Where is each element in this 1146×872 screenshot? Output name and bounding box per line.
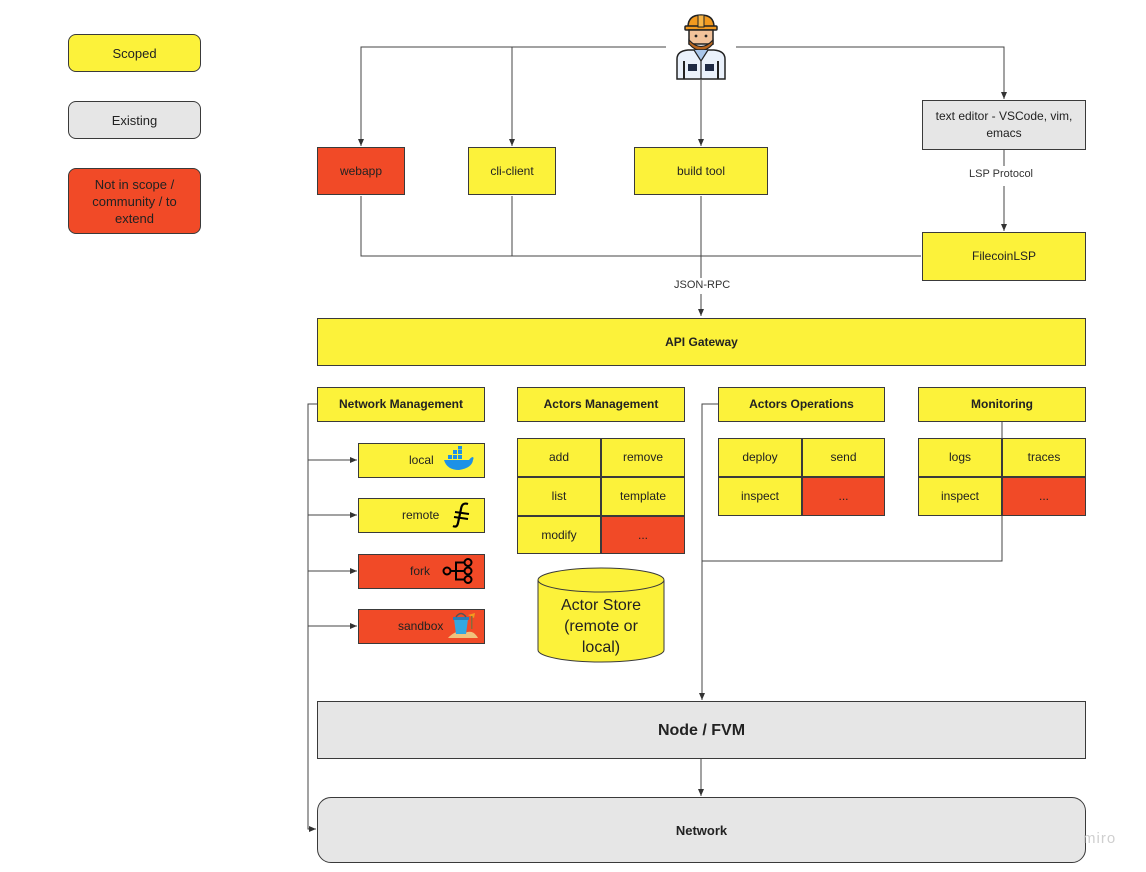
network-sandbox-label: sandbox bbox=[398, 619, 444, 633]
legend-existing-label: Existing bbox=[111, 112, 158, 128]
network-management-header: Network Management bbox=[317, 387, 485, 422]
monitoring-logs-label: logs bbox=[948, 450, 971, 464]
network-remote-label: remote bbox=[402, 508, 440, 522]
cli-client-label: cli-client bbox=[490, 163, 534, 178]
actors-template-label: template bbox=[619, 489, 667, 503]
network-local-label: local bbox=[409, 453, 434, 467]
node-fvm-label: Node / FVM bbox=[657, 721, 746, 739]
legend-scoped: Scoped bbox=[68, 34, 201, 72]
filecoin-lsp-box: FilecoinLSP bbox=[922, 232, 1086, 281]
actors-modify: modify bbox=[517, 516, 601, 554]
network-fork-label: fork bbox=[410, 564, 431, 578]
legend-existing: Existing bbox=[68, 101, 201, 139]
actors-management-header: Actors Management bbox=[517, 387, 685, 422]
actors-management-title: Actors Management bbox=[543, 397, 659, 411]
developer-icon bbox=[676, 14, 726, 80]
network-management-title: Network Management bbox=[338, 397, 464, 411]
fork-icon bbox=[442, 558, 473, 584]
actors-list-label: list bbox=[551, 489, 567, 503]
actors-list: list bbox=[517, 477, 601, 516]
network-box: Network bbox=[317, 797, 1086, 863]
monitoring-inspect: inspect bbox=[918, 477, 1002, 516]
actors-add-label: add bbox=[548, 450, 570, 464]
lsp-protocol-label: LSP Protocol bbox=[969, 168, 1034, 180]
text-editor-label: text editor - VSCode, vim, emacs bbox=[935, 109, 1073, 140]
filecoin-icon bbox=[452, 502, 470, 528]
operations-deploy: deploy bbox=[718, 438, 802, 477]
webapp-box: webapp bbox=[317, 147, 405, 195]
text-editor-box: text editor - VSCode, vim, emacs bbox=[922, 100, 1086, 150]
actors-modify-label: modify bbox=[541, 527, 577, 542]
actor-store-cylinder bbox=[537, 567, 665, 663]
actor-store-label: Actor Store (remote or local) bbox=[560, 597, 642, 656]
operations-inspect-label: inspect bbox=[740, 489, 780, 503]
monitoring-header: Monitoring bbox=[918, 387, 1086, 422]
operations-send: send bbox=[802, 438, 885, 477]
build-tool-label: build tool bbox=[676, 163, 726, 178]
actors-remove: remove bbox=[601, 438, 685, 477]
actors-add: add bbox=[517, 438, 601, 477]
cli-client-box: cli-client bbox=[468, 147, 556, 195]
sandbox-icon bbox=[448, 612, 478, 638]
actors-more: ... bbox=[601, 516, 685, 554]
legend-not-in-scope: Not in scope / community / to extend bbox=[68, 168, 201, 234]
monitoring-traces-label: traces bbox=[1027, 450, 1061, 464]
monitoring-more-label: ... bbox=[1038, 489, 1049, 503]
monitoring-more: ... bbox=[1002, 477, 1086, 516]
monitoring-title: Monitoring bbox=[971, 397, 1033, 411]
json-rpc-label: JSON-RPC bbox=[674, 279, 731, 291]
miro-watermark: miro bbox=[1083, 830, 1117, 847]
build-tool-box: build tool bbox=[634, 147, 768, 195]
filecoin-lsp-label: FilecoinLSP bbox=[971, 249, 1037, 263]
monitoring-logs: logs bbox=[918, 438, 1002, 477]
webapp-label: webapp bbox=[339, 163, 383, 178]
api-gateway: API Gateway bbox=[317, 318, 1086, 366]
monitoring-inspect-label: inspect bbox=[940, 489, 980, 503]
network-label: Network bbox=[675, 822, 728, 838]
actors-more-label: ... bbox=[637, 527, 648, 542]
legend-scoped-label: Scoped bbox=[112, 45, 157, 61]
operations-more: ... bbox=[802, 477, 885, 516]
operations-deploy-label: deploy bbox=[742, 450, 778, 464]
api-gateway-label: API Gateway bbox=[665, 334, 738, 349]
operations-inspect: inspect bbox=[718, 477, 802, 516]
actors-operations-header: Actors Operations bbox=[718, 387, 885, 422]
actors-remove-label: remove bbox=[622, 450, 663, 464]
actors-operations-title: Actors Operations bbox=[749, 397, 854, 411]
legend-not-in-scope-label: Not in scope / community / to extend bbox=[92, 176, 177, 226]
operations-send-label: send bbox=[830, 450, 857, 464]
monitoring-traces: traces bbox=[1002, 438, 1086, 477]
actors-template: template bbox=[601, 477, 685, 516]
node-fvm: Node / FVM bbox=[317, 701, 1086, 759]
operations-more-label: ... bbox=[838, 489, 849, 503]
docker-icon bbox=[444, 446, 474, 470]
